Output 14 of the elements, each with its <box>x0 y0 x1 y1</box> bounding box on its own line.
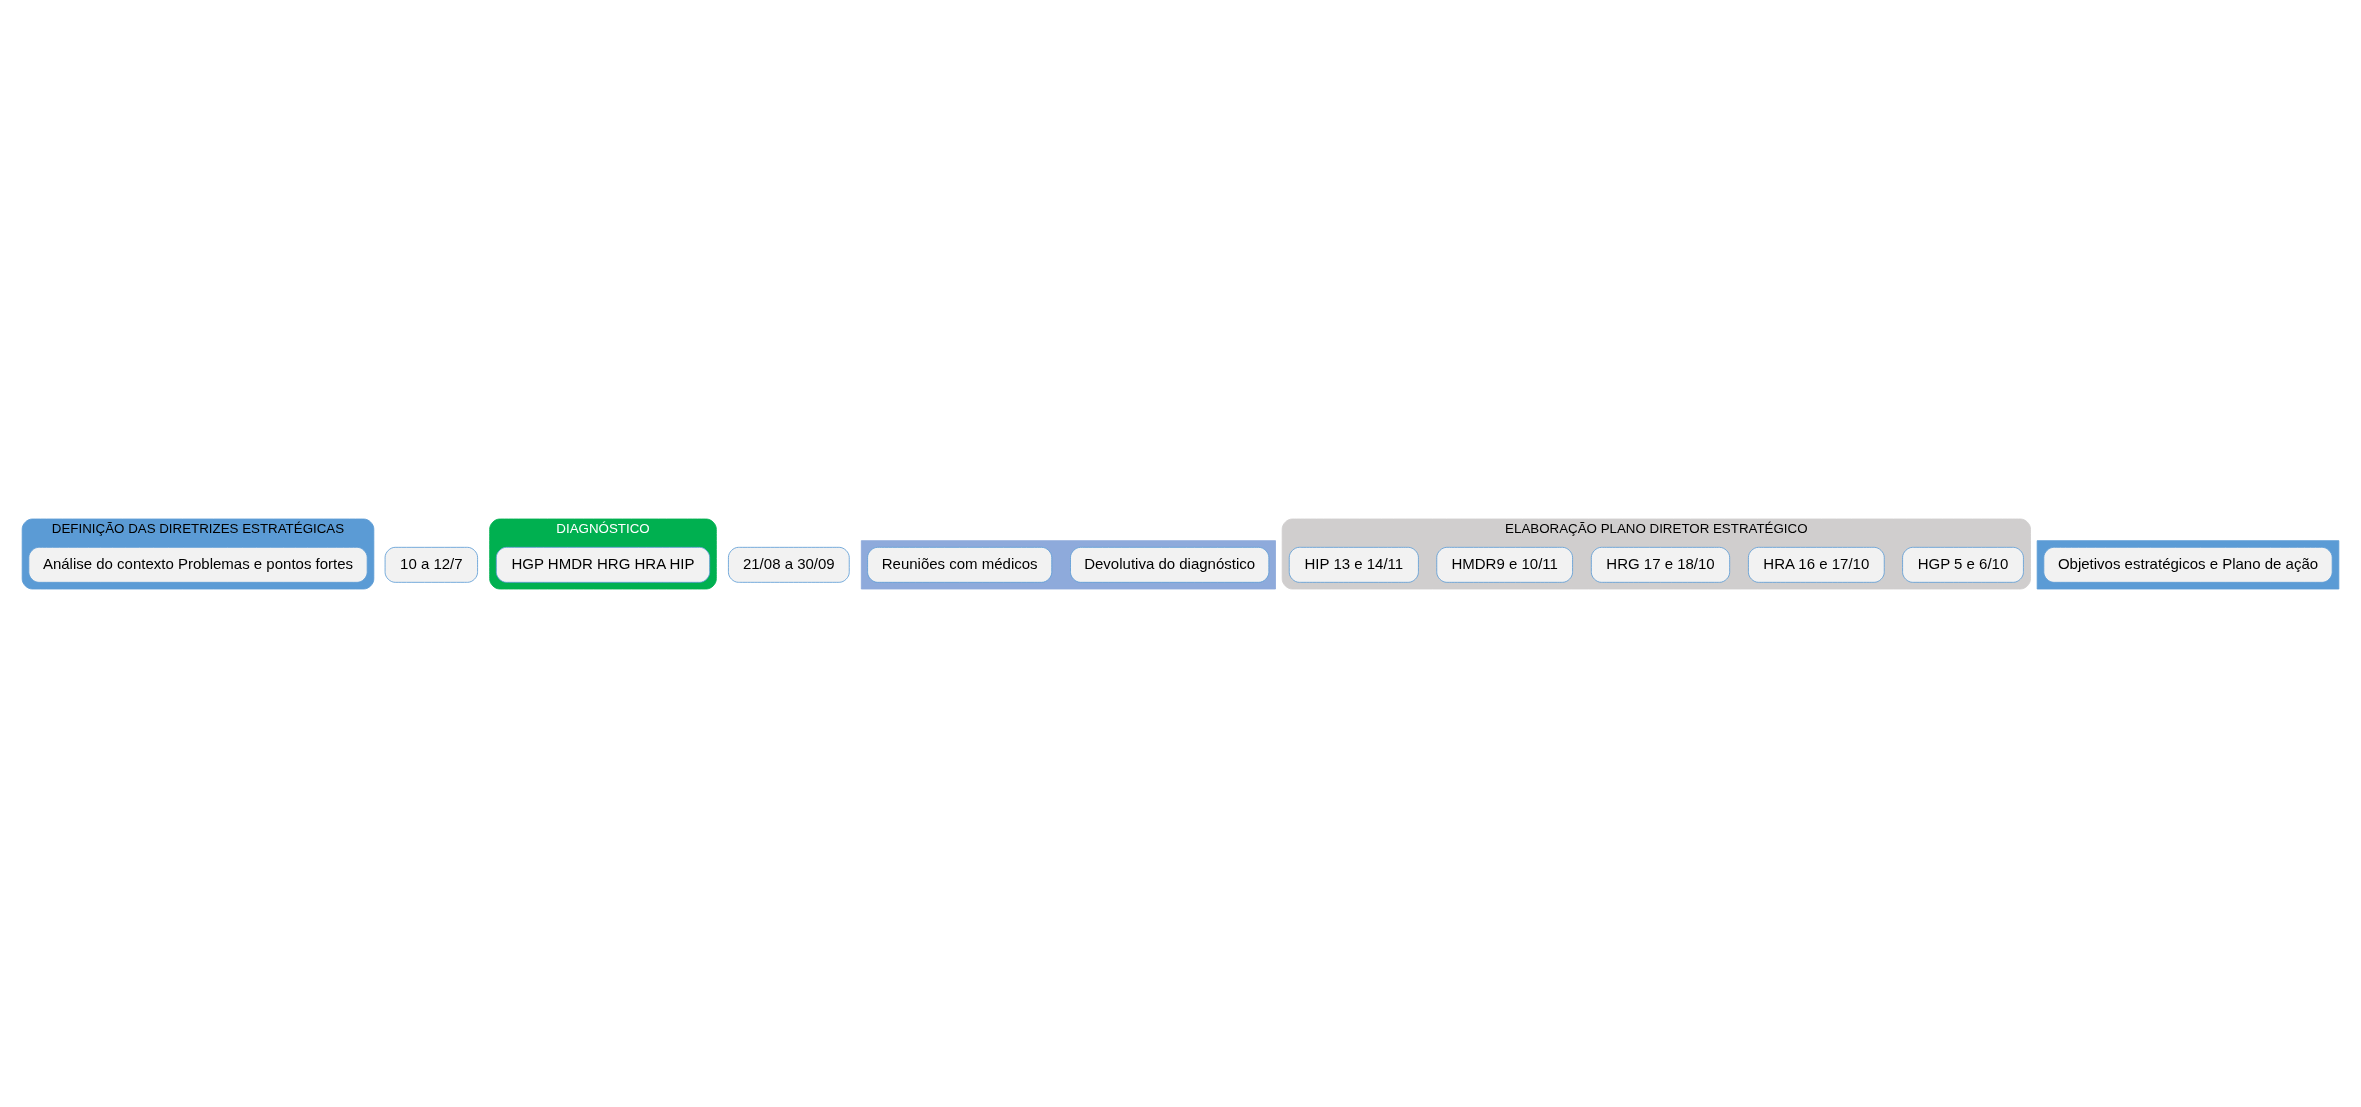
node-box: 21/08 a 30/09 <box>728 546 850 583</box>
node-box: HRA 16 e 17/10 <box>1748 546 1885 583</box>
node-box: HMDR9 e 10/11 <box>1436 546 1573 583</box>
node-box: Devolutiva do diagnóstico <box>1070 546 1270 583</box>
node-box: HRG 17 e 18/10 <box>1590 546 1731 583</box>
cluster <box>860 539 1276 589</box>
node-box: Reuniões com médicos <box>867 546 1053 583</box>
node-box: HGP HMDR HRG HRA HIP <box>495 546 711 583</box>
node-box: HGP 5 e 6/10 <box>1902 546 2024 583</box>
cluster <box>2036 539 2340 589</box>
node-box: HIP 13 e 14/11 <box>1288 546 1419 583</box>
node-box: Objetivos estratégicos e Plano de ação <box>2043 546 2333 583</box>
node-box: 10 a 12/7 <box>384 546 478 583</box>
node-box: Análise do contexto Problemas e pontos fortes <box>28 546 368 583</box>
